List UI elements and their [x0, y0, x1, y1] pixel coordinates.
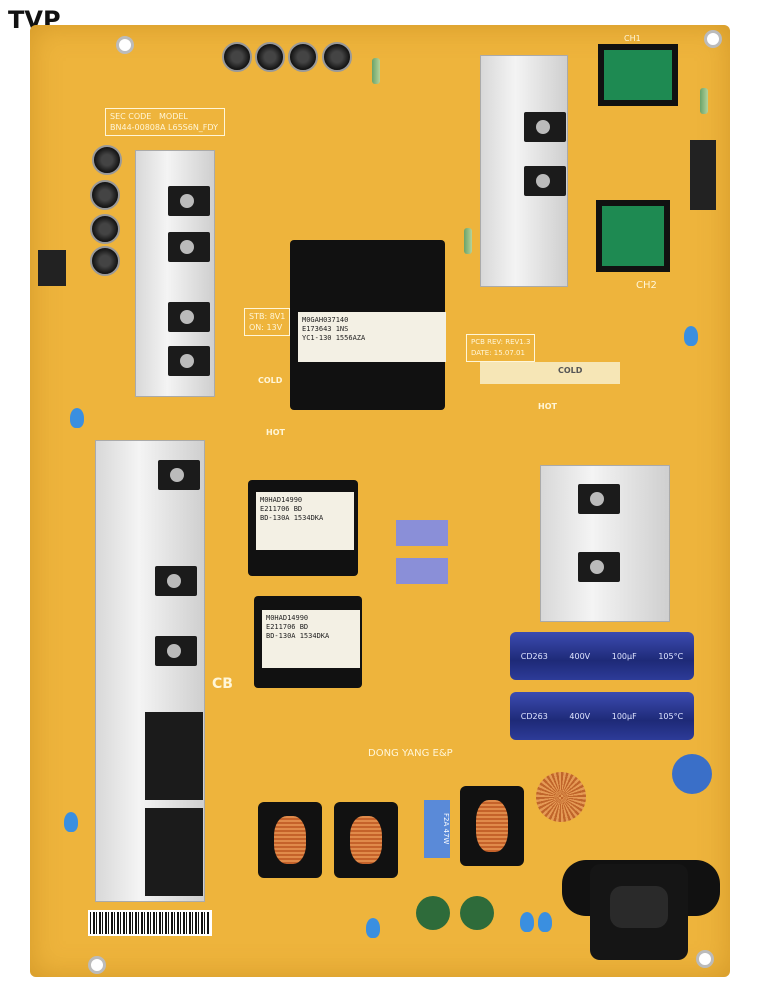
label-line: E211706 BD [260, 505, 303, 513]
mosfet [168, 232, 210, 262]
cap-text: 100µF [611, 651, 637, 661]
electrolytic-capacitor [222, 42, 252, 72]
sec-code-label: SEC CODE [110, 112, 152, 121]
mounting-hole [704, 30, 722, 48]
mounting-hole [116, 36, 134, 54]
cold-label: COLD [558, 366, 583, 375]
cap-text: 105°C [658, 711, 684, 721]
cap-text: 105°C [658, 651, 684, 661]
cap-text: 400V [569, 651, 591, 661]
rev-text: PCB REV: REV1.3 [471, 338, 531, 346]
mosfet [168, 346, 210, 376]
electrolytic-capacitor [288, 42, 318, 72]
mosfet [158, 460, 200, 490]
cap-text: CD263 [520, 651, 548, 661]
varistor [672, 754, 712, 794]
thermistor [416, 896, 450, 930]
electrolytic-capacitor [90, 180, 120, 210]
thermistor [460, 896, 494, 930]
electrolytic-capacitor [90, 246, 120, 276]
common-mode-choke [258, 802, 322, 878]
film-capacitor [396, 558, 448, 584]
bridge-rectifier [145, 712, 203, 800]
barcode-sticker [88, 910, 212, 936]
sec-code: BN44-00808A [110, 123, 166, 132]
mosfet [155, 566, 197, 596]
label-line: E211706 BD [266, 623, 309, 631]
ceramic-capacitor [520, 912, 534, 932]
mosfet [578, 552, 620, 582]
isolation-strip [480, 362, 620, 384]
model-label: MODEL [159, 112, 188, 121]
sec-code-table: SEC CODE MODEL BN44-00808A L65S6N_FDY [105, 108, 225, 136]
stb-text: STB: 8V1 [249, 312, 286, 321]
output-connector [690, 140, 716, 210]
electrolytic-capacitor [255, 42, 285, 72]
electrolytic-capacitor [322, 42, 352, 72]
resistor [372, 58, 380, 84]
label-line: M0HAD14990 [260, 496, 303, 504]
label-line: E173643 1NS [302, 325, 349, 333]
cap-text: 100µF [611, 711, 637, 721]
common-mode-choke [334, 802, 398, 878]
ceramic-capacitor [64, 812, 78, 832]
transformer-label: M0GAH037140 E173643 1NS YC1-130 1556AZA [298, 312, 446, 362]
bulk-capacitor: CD263 400V 100µF 105°C [510, 692, 694, 740]
mounting-hole [88, 956, 106, 974]
mosfet [168, 302, 210, 332]
common-mode-choke [460, 786, 524, 866]
film-capacitor [396, 520, 448, 546]
ceramic-capacitor [70, 408, 84, 428]
electrolytic-capacitor [92, 145, 122, 175]
on-text: ON: 13V [249, 323, 283, 332]
manufacturer-label: DONG YANG E&P [368, 748, 453, 759]
bulk-capacitor: CD263 400V 100µF 105°C [510, 632, 694, 680]
mounting-hole [696, 950, 714, 968]
electrolytic-capacitor [90, 214, 120, 244]
ceramic-capacitor [366, 918, 380, 938]
cap-text: 400V [569, 711, 591, 721]
mosfet [168, 186, 210, 216]
mosfet [155, 636, 197, 666]
mosfet [524, 166, 566, 196]
model: L65S6N_FDY [168, 123, 219, 132]
label-line: BD-130A 1534DKA [260, 514, 324, 522]
transformer-label: M0HAD14990 E211706 BD BD-130A 1534DKA [256, 492, 354, 550]
label-line: M0HAD14990 [266, 614, 309, 622]
inductor-ch2 [596, 200, 670, 272]
mosfet [524, 112, 566, 142]
hot-label: HOT [266, 428, 285, 437]
ch1-label: CH1 [624, 34, 641, 43]
date-text: DATE: 15.07.01 [471, 349, 525, 357]
ac-socket[interactable] [610, 886, 668, 928]
cap-text: CD263 [520, 711, 548, 721]
cb-label: CB [212, 676, 233, 692]
toroid-inductor [536, 772, 586, 822]
label-line: BD-130A 1534DKA [266, 632, 330, 640]
transformer-label: M0HAD14990 E211706 BD BD-130A 1534DKA [262, 610, 360, 668]
bridge-rectifier [145, 808, 203, 896]
resistor [464, 228, 472, 254]
cold-label: COLD [258, 376, 283, 385]
ceramic-capacitor [684, 326, 698, 346]
hot-label: HOT [538, 402, 557, 411]
mosfet [578, 484, 620, 514]
connector [38, 250, 66, 286]
label-line: M0GAH037140 [302, 316, 349, 324]
resistor [700, 88, 708, 114]
label-line: YC1-130 1556AZA [302, 334, 366, 342]
inductor-ch1 [598, 44, 678, 106]
ch2-label: CH2 [636, 280, 657, 291]
ceramic-capacitor [538, 912, 552, 932]
x-capacitor: F2A 47W [424, 800, 450, 858]
